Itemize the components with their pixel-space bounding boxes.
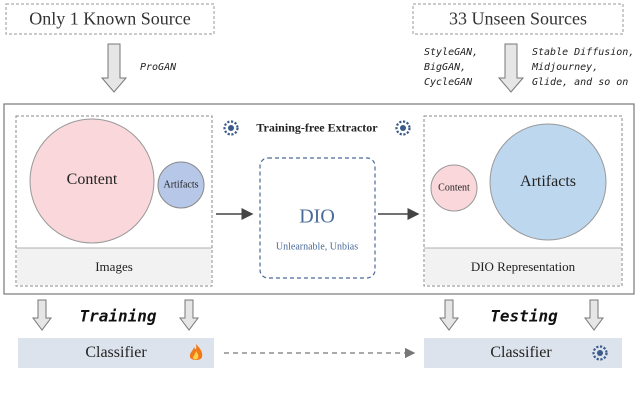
- progan-label: ProGAN: [140, 62, 177, 73]
- dio-subtitle: Unlearnable, Unbias: [275, 241, 359, 253]
- diffusion-list-line-3: Glide, and so on: [532, 77, 629, 88]
- training-down-arrow-left: [32, 299, 52, 331]
- unseen-sources-box: [412, 3, 624, 35]
- progan-down-arrow: [100, 43, 128, 93]
- known-source-box: [5, 3, 215, 35]
- train-classifier-label: Classifier: [85, 344, 147, 361]
- gear-icon: [395, 120, 411, 136]
- images-caption: Images: [95, 259, 133, 274]
- train-classifier-box: [18, 338, 214, 368]
- testing-down-arrow-left: [439, 299, 459, 331]
- images-artifacts-label: Artifacts: [163, 179, 199, 191]
- diffusion-list-line-2: Midjourney,: [532, 62, 599, 73]
- dio-title: DIO: [299, 205, 335, 228]
- gan-list-line-1: StyleGAN,: [424, 47, 479, 58]
- known-source-label: Only 1 Known Source: [29, 8, 191, 29]
- images-caption-bar: [17, 248, 211, 285]
- representation-content-label: Content: [438, 182, 470, 194]
- artifacts-circle-large: [489, 123, 607, 241]
- training-down-arrow-right: [179, 299, 199, 331]
- dio-box: [259, 157, 376, 279]
- unseen-down-arrow: [497, 43, 525, 93]
- gear-icon: [592, 345, 608, 361]
- diffusion-list-line-1: Stable Diffusion,: [532, 47, 635, 58]
- extractor-title: Training-free Extractor: [256, 120, 378, 135]
- images-content-label: Content: [66, 171, 118, 188]
- content-circle-small: [430, 164, 478, 212]
- testing-down-arrow-right: [584, 299, 604, 331]
- unseen-sources-label: 33 Unseen Sources: [449, 8, 587, 29]
- test-classifier-label: Classifier: [490, 344, 552, 361]
- representation-artifacts-label: Artifacts: [520, 173, 576, 190]
- content-circle-large: [29, 118, 155, 244]
- artifacts-circle-small: [157, 161, 205, 209]
- gan-list-line-3: CycleGAN: [424, 77, 473, 88]
- gan-list-line-2: BigGAN,: [424, 62, 467, 73]
- testing-label: Testing: [490, 306, 558, 326]
- training-label: Training: [79, 306, 157, 326]
- representation-caption-bar: [425, 248, 621, 285]
- test-classifier-box: [424, 338, 622, 368]
- fire-icon: [189, 344, 203, 360]
- gear-icon: [223, 120, 239, 136]
- representation-caption: DIO Representation: [470, 259, 576, 274]
